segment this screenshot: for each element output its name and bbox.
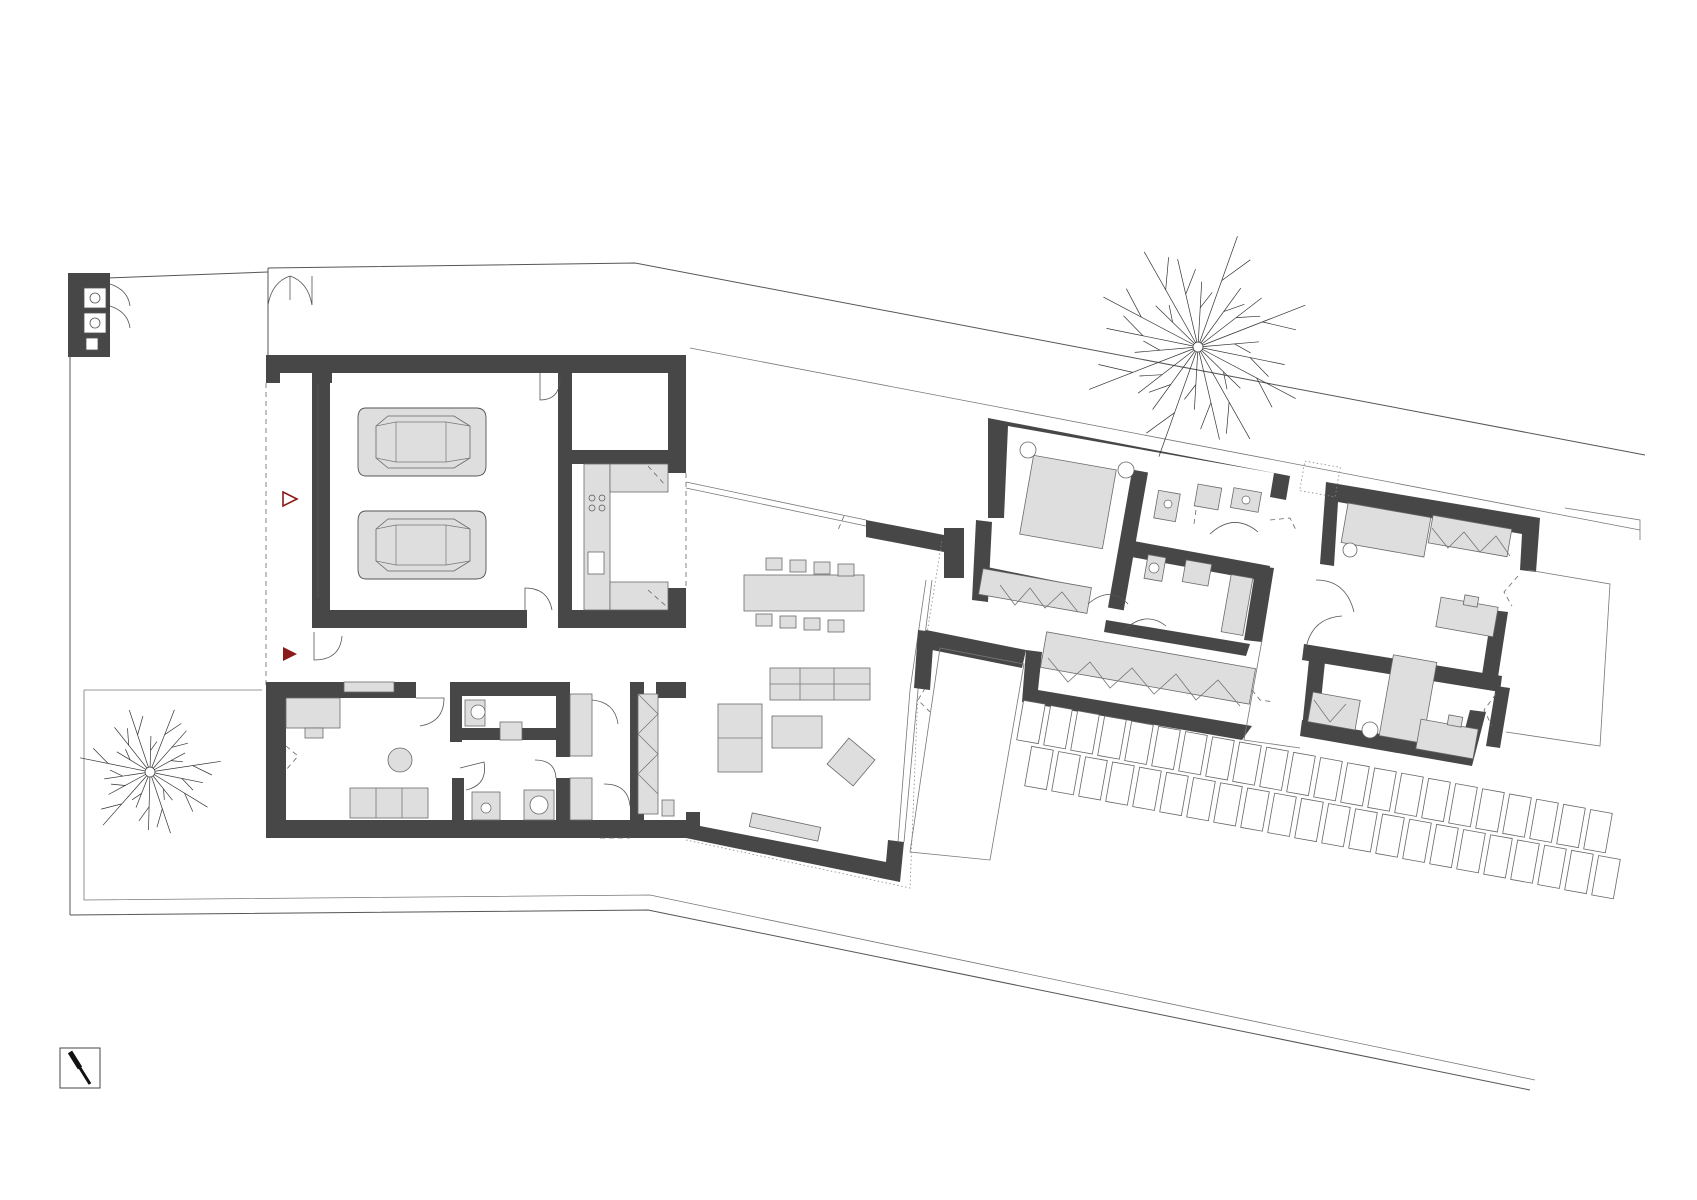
paving-stone	[1375, 813, 1405, 858]
paving-stone	[1124, 720, 1154, 765]
paving-stone	[1294, 797, 1324, 843]
paving-stone	[1132, 766, 1162, 811]
paving-stone	[1051, 751, 1081, 796]
car-icon	[357, 510, 487, 580]
paving-stone	[1448, 783, 1478, 828]
paving-stone	[1402, 818, 1432, 863]
paving-stone	[1348, 808, 1378, 853]
entrance-arrow-icon	[282, 490, 299, 508]
living-room	[685, 473, 964, 889]
paving-stone	[1367, 767, 1397, 812]
paving-stone	[1213, 782, 1243, 827]
entrance-door	[313, 632, 343, 661]
paving-stone	[1070, 710, 1100, 755]
paving-stone	[1186, 777, 1216, 822]
paving-stone	[1043, 705, 1073, 750]
paving-stone	[1240, 787, 1270, 832]
paving-stone	[1259, 746, 1289, 791]
paving-stones	[1016, 699, 1621, 900]
paving-stone	[1024, 745, 1054, 791]
paving-stone	[1205, 736, 1235, 781]
paving-stone	[1016, 699, 1046, 745]
entrance-arrow-icon	[283, 647, 297, 661]
paving-stone	[1429, 823, 1459, 869]
paving-stone	[1529, 798, 1559, 843]
meter-cabinet-icon	[68, 273, 131, 357]
paving-stone	[1097, 715, 1127, 760]
paving-stone	[1421, 777, 1451, 823]
paving-stone	[1502, 793, 1532, 838]
tree-icon	[1088, 236, 1306, 457]
lower-block	[266, 681, 691, 839]
paving-stone	[1078, 756, 1108, 801]
paving-stone	[1394, 772, 1424, 817]
paving-stone	[1105, 761, 1135, 806]
paving-stone	[1159, 771, 1189, 817]
paving-stone	[1267, 792, 1297, 837]
terraces	[909, 569, 1611, 861]
paving-stone	[1583, 809, 1613, 854]
garden-gate	[267, 275, 313, 306]
paving-stone	[1321, 803, 1351, 848]
paving-stone	[1340, 762, 1370, 807]
site-boundary	[69, 262, 1646, 1091]
bedroom-wing	[914, 418, 1540, 766]
paving-stone	[1475, 788, 1505, 833]
paving-stone	[1286, 751, 1316, 797]
paving-stone	[1564, 849, 1594, 895]
paving-stone	[1591, 855, 1621, 900]
paving-stone	[1456, 829, 1486, 874]
paving-stone	[1510, 839, 1540, 884]
north-arrow-icon	[59, 1047, 101, 1089]
garage-block	[265, 355, 686, 688]
paving-stone	[1483, 834, 1513, 879]
paving-stone	[1556, 803, 1586, 849]
paving-stone	[1537, 844, 1567, 889]
paving-stone	[1151, 725, 1181, 771]
car-icon	[357, 407, 487, 477]
paving-stone	[1232, 741, 1262, 786]
paving-stone	[1313, 757, 1343, 802]
tree-icon	[80, 709, 221, 834]
paving-stone	[1178, 731, 1208, 776]
